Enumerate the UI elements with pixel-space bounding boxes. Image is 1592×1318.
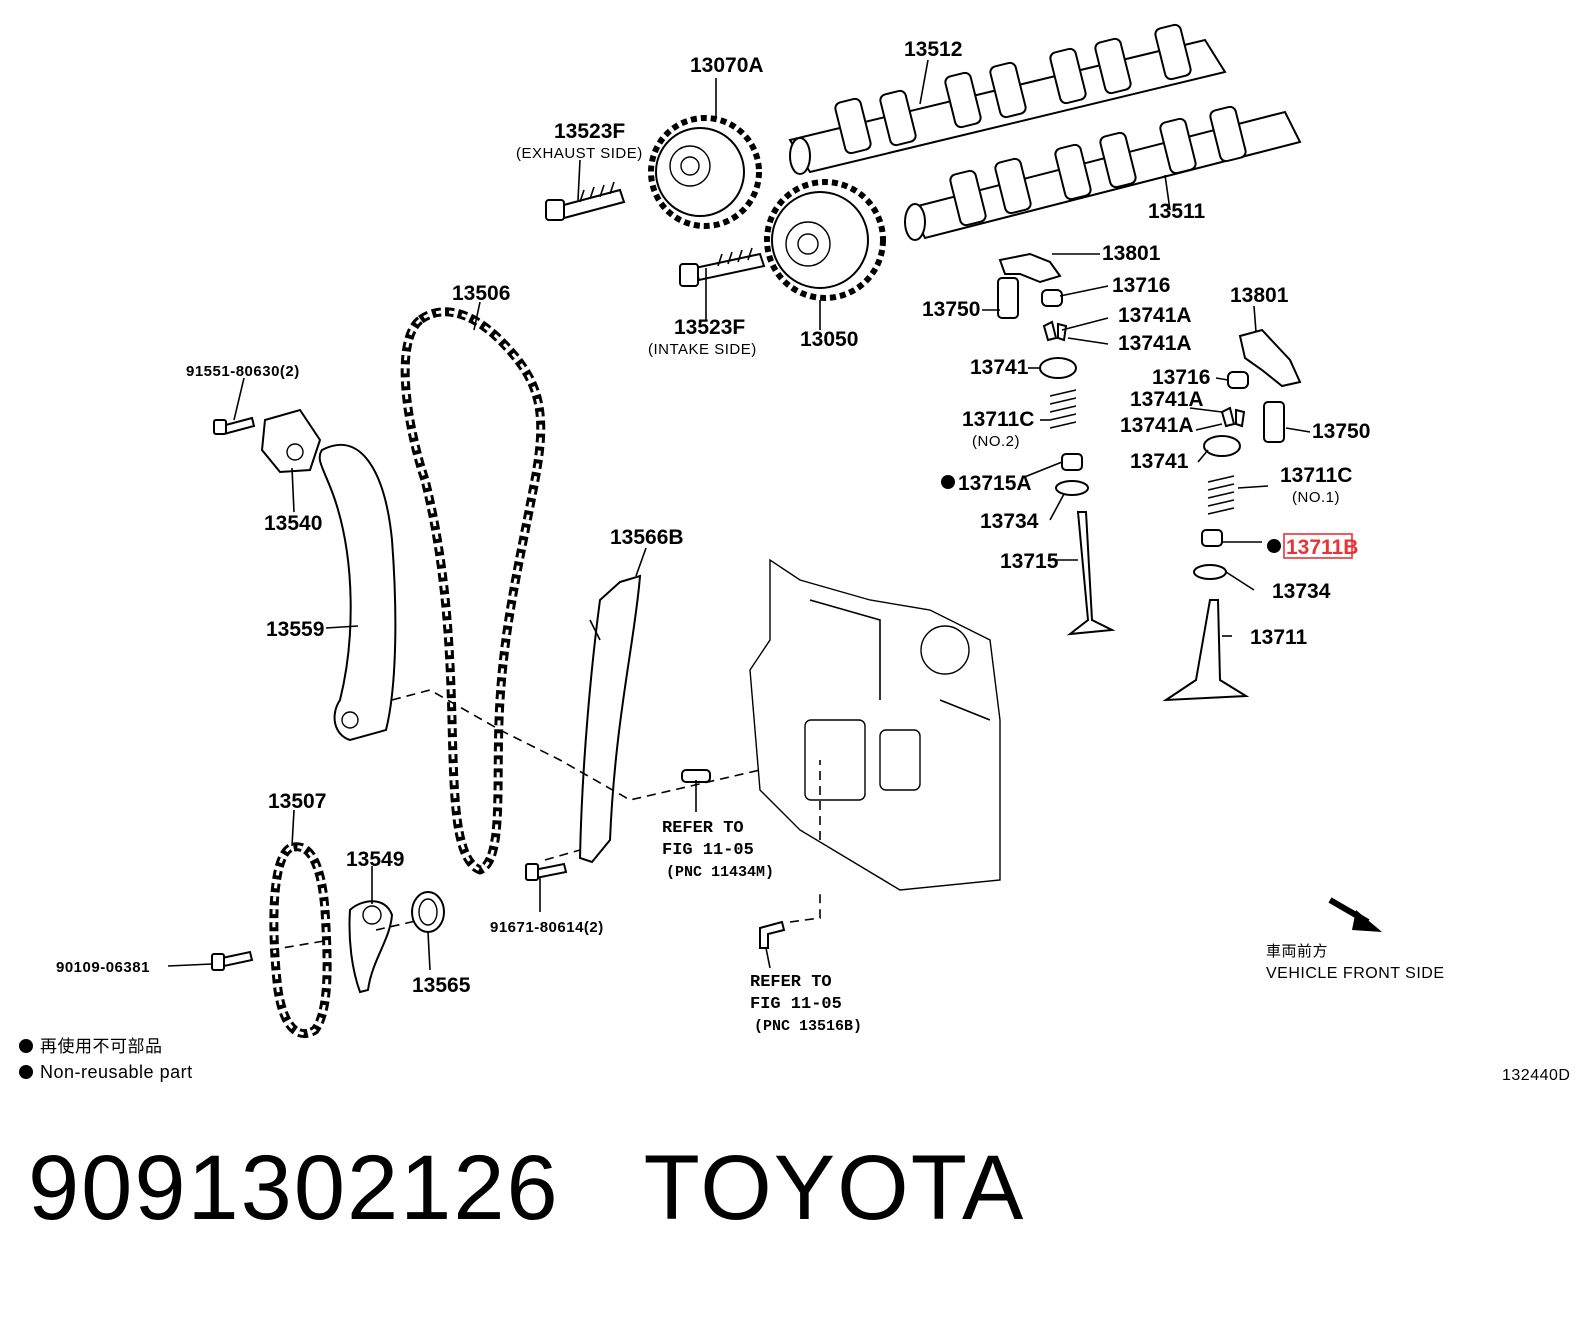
legend-dot-icon	[19, 1065, 33, 1079]
label-exhaust-side: (EXHAUST SIDE)	[516, 145, 643, 162]
label-13523F-exhaust: 13523F	[554, 120, 625, 143]
label-13512: 13512	[904, 38, 962, 61]
label-13741A-d: 13741A	[1120, 414, 1194, 437]
oil-pump-chain-13507	[269, 842, 332, 1039]
label-13734-b: 13734	[1272, 580, 1331, 603]
label-vehicle-front-jp: 車両前方	[1266, 943, 1328, 960]
label-91671: 91671-80614(2)	[490, 919, 604, 936]
brand-name: TOYOTA	[643, 1137, 1026, 1239]
label-13734-a: 13734	[980, 510, 1039, 533]
label-refer2-line3: (PNC 13516B)	[754, 1018, 862, 1035]
label-refer2-line1: REFER TO	[750, 973, 832, 992]
engine-block	[749, 558, 1001, 891]
retainer-13741-b	[1203, 435, 1241, 457]
chain-guide-13566B	[578, 574, 642, 864]
bolt-13523F-exhaust	[545, 181, 626, 221]
bolt-90109	[211, 950, 254, 971]
washer-13734-a	[1055, 480, 1089, 496]
bolt-13523F-intake	[679, 247, 766, 287]
non-reusable-dot-13715A	[941, 475, 955, 489]
label-13716-b: 13716	[1152, 366, 1210, 389]
seal-13711B	[1201, 529, 1223, 547]
retainer-13741-a	[1039, 357, 1077, 379]
label-13750-b: 13750	[1312, 420, 1370, 443]
label-13506: 13506	[452, 282, 510, 305]
legend-dot-icon	[19, 1039, 33, 1053]
label-refer2-line2: FIG 11-05	[750, 995, 842, 1014]
washer-13734-b	[1193, 564, 1227, 580]
keeper-13741A-a	[1042, 320, 1068, 342]
chain-slipper-13559	[318, 443, 397, 742]
valve-lash-adjuster-13750-a	[997, 277, 1019, 319]
label-intake-side: (INTAKE SIDE)	[648, 341, 757, 358]
label-13565: 13565	[412, 974, 471, 997]
label-13711C-no1: 13711C	[1280, 464, 1352, 487]
label-13715A: 13715A	[958, 472, 1032, 495]
highlight-box-13711B	[1283, 533, 1353, 559]
label-13507: 13507	[268, 790, 326, 813]
spring-13711C-no1	[1207, 475, 1235, 515]
label-13711C-no2: 13711C	[962, 408, 1034, 431]
label-91551: 91551-80630(2)	[186, 363, 300, 380]
label-90109: 90109-06381	[56, 959, 150, 976]
label-13549: 13549	[346, 848, 404, 871]
legend-jp: 再使用不可部品	[40, 1036, 163, 1056]
valve-13715	[1066, 511, 1116, 636]
label-13523F-intake: 13523F	[674, 316, 745, 339]
label-13559: 13559	[266, 618, 324, 641]
legend-en: Non-reusable part	[40, 1062, 193, 1082]
label-13801-a: 13801	[1102, 242, 1161, 265]
label-13741A-a: 13741A	[1118, 304, 1192, 327]
label-refer1-line2: FIG 11-05	[662, 841, 754, 860]
spring-13711C-no2	[1049, 389, 1077, 429]
camshaft-intake	[904, 105, 1302, 241]
timing-chain-13506	[400, 307, 546, 875]
seal-13715A	[1061, 453, 1083, 471]
label-no1: (NO.1)	[1292, 489, 1340, 506]
valve-lash-adjuster-13750-b	[1263, 401, 1285, 443]
chain-tensioner-arm-13549	[348, 900, 394, 994]
label-no2: (NO.2)	[972, 433, 1020, 450]
cam-gear-intake	[764, 179, 886, 301]
label-13715: 13715	[1000, 550, 1059, 573]
label-13050: 13050	[800, 328, 858, 351]
figure-code: 132440D	[1502, 1067, 1570, 1084]
bolt-91551	[213, 416, 256, 436]
valve-13711	[1162, 599, 1250, 702]
label-13741A-b: 13741A	[1118, 332, 1192, 355]
bolt-91671	[525, 862, 568, 881]
label-13801-b: 13801	[1230, 284, 1289, 307]
label-13741-b: 13741	[1130, 450, 1189, 473]
label-13070A: 13070A	[690, 54, 764, 77]
leader-lines	[167, 59, 1311, 971]
label-13566B: 13566B	[610, 526, 684, 549]
pad-13716-b	[1227, 371, 1249, 389]
rocker-arm-13801-a	[998, 252, 1062, 284]
label-13711B: 13711B	[1286, 536, 1358, 559]
label-13716-a: 13716	[1112, 274, 1170, 297]
cam-gear-exhaust	[648, 115, 762, 229]
label-13741A-c: 13741A	[1130, 388, 1204, 411]
chain-tensioner-13540	[260, 408, 322, 474]
vehicle-front-arrow-icon	[1328, 897, 1382, 932]
label-13540: 13540	[264, 512, 322, 535]
spring-13565	[411, 891, 445, 933]
label-refer1-line3: (PNC 11434M)	[666, 864, 774, 881]
label-vehicle-front-en: VEHICLE FRONT SIDE	[1266, 965, 1445, 982]
camshaft-exhaust	[788, 23, 1227, 175]
label-13711: 13711	[1250, 626, 1308, 649]
label-13750-a: 13750	[922, 298, 980, 321]
keeper-13741A-b	[1220, 406, 1246, 428]
label-13741-a: 13741	[970, 356, 1029, 379]
label-refer1-line1: REFER TO	[662, 819, 744, 838]
non-reusable-dot-13711B	[1267, 539, 1281, 553]
rocker-arm-13801-b	[1238, 328, 1302, 388]
oil-nozzle	[759, 920, 786, 949]
label-13511: 13511	[1148, 200, 1206, 223]
pad-13716-a	[1041, 289, 1063, 307]
part-number: 9091302126	[28, 1137, 560, 1239]
